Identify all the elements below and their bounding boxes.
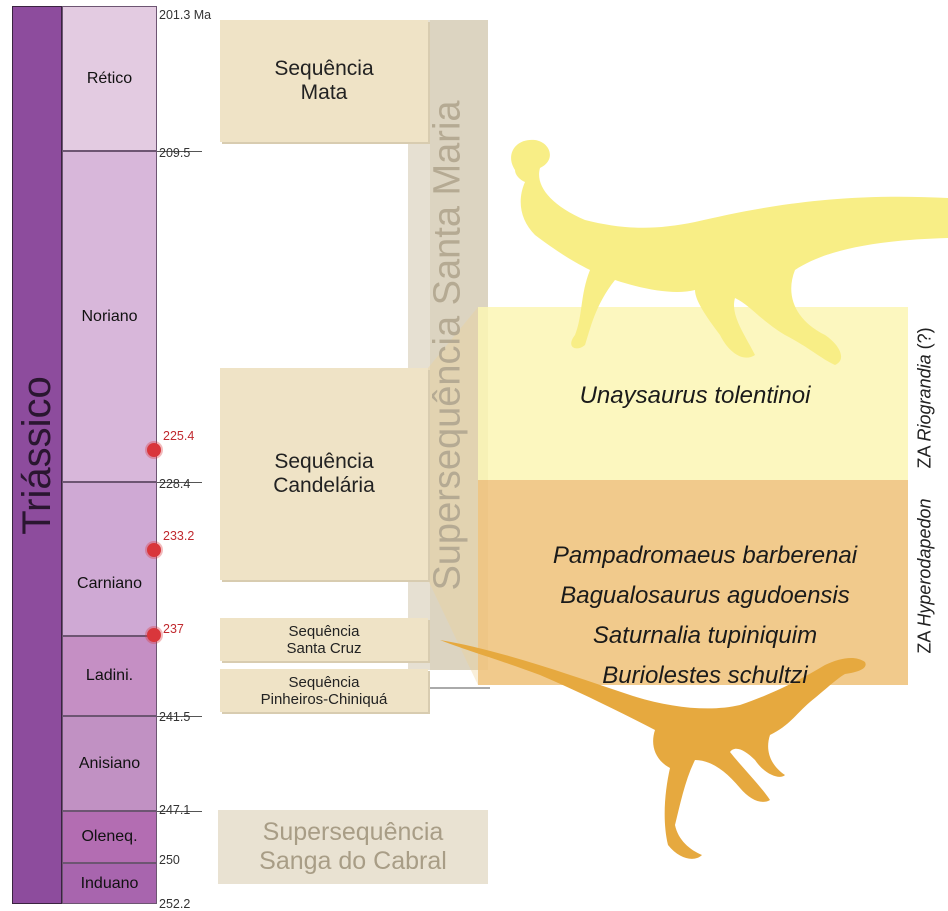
unaysaurus-silhouette-icon [495, 130, 948, 370]
za-riograndia-prefix: ZA [915, 441, 935, 468]
species-unaysaurus: Unaysaurus tolentinoi [500, 382, 890, 410]
za-riograndia-name: Riograndia [915, 354, 935, 441]
assemblage-zone-labels: ZA Hyperodapedon ZA Riograndia (?) [905, 290, 945, 690]
sequence-santa-cruz: Sequência Santa Cruz [220, 618, 428, 661]
za-hyperodapedon-name: Hyperodapedon [915, 498, 935, 626]
species-bagualosaurus: Bagualosaurus agudoensis [495, 582, 915, 610]
sequence-candelaria: Sequência Candelária [220, 368, 428, 580]
species-buriolestes: Buriolestes schultzi [495, 662, 915, 690]
za-riograndia-suffix: (?) [915, 327, 935, 354]
za-hyperodapedon-prefix: ZA [915, 626, 935, 653]
species-saturnalia: Saturnalia tupiniquim [495, 622, 915, 650]
sequence-pinheiros-chiniqua: Sequência Pinheiros-Chiniquá [220, 669, 428, 712]
species-pampadromaeus: Pampadromaeus barberenai [495, 542, 915, 570]
sequence-mata: Sequência Mata [220, 20, 428, 142]
